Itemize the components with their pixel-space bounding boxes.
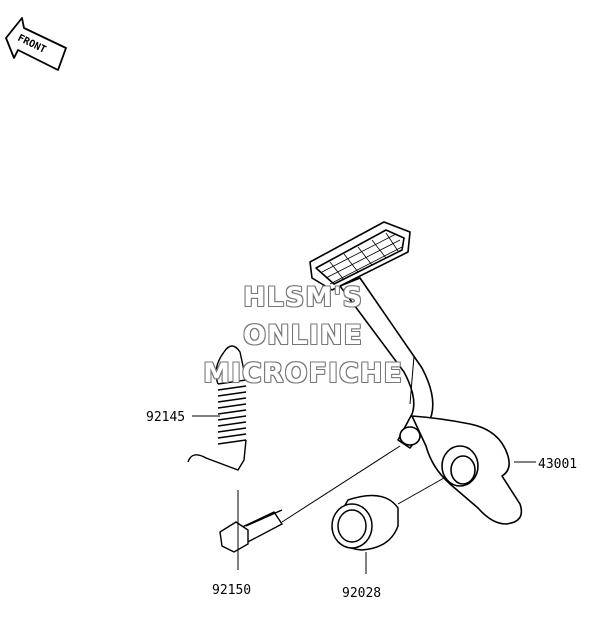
- assembly-lines: [281, 355, 445, 523]
- leader-lines: [192, 415, 536, 574]
- part-number-92028[interactable]: 92028: [342, 586, 381, 601]
- collar-drawing: [331, 494, 399, 551]
- front-arrow-icon: FRONT: [5, 17, 67, 71]
- brake-pedal-drawing: [309, 221, 523, 525]
- return-spring-drawing: [187, 345, 247, 471]
- part-number-43001[interactable]: 43001: [538, 457, 577, 472]
- pivot-bolt-drawing: [219, 509, 284, 553]
- part-number-92150[interactable]: 92150: [212, 583, 251, 598]
- part-number-92145[interactable]: 92145: [146, 410, 185, 425]
